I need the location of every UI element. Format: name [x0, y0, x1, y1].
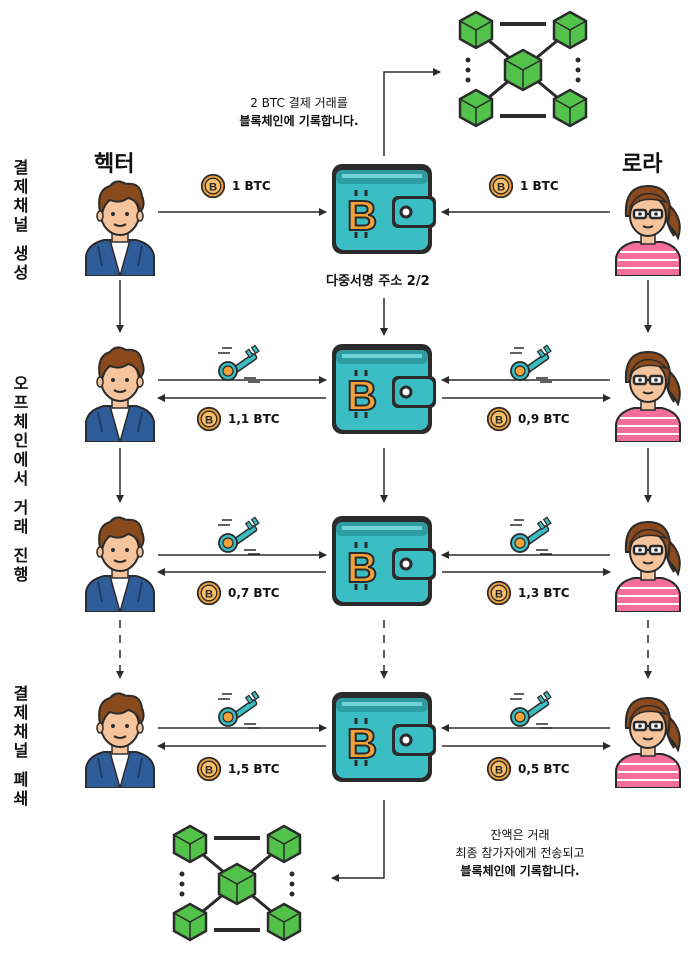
signature-key-icon — [214, 516, 264, 556]
phase-char: 결 — [13, 158, 29, 177]
laura-name: 로라 — [622, 152, 663, 177]
phase-char — [8, 488, 34, 498]
multisig-wallet-icon — [328, 160, 438, 260]
bitcoin-coin-icon — [486, 756, 512, 782]
arrow-to-blockchain-bottom — [331, 800, 385, 882]
phase-char: 채 — [13, 722, 29, 741]
phase-char: 에 — [13, 450, 29, 469]
hector-avatar-icon — [80, 176, 160, 276]
multisig-wallet-icon — [328, 340, 438, 440]
row3-right-amount: 1,3 BTC — [486, 580, 570, 606]
phase-char: 행 — [13, 565, 29, 584]
phase-char — [8, 234, 34, 244]
row4-left-amount: 1,5 BTC — [196, 756, 280, 782]
phase-char: 진 — [13, 546, 29, 565]
laura-avatar-icon — [608, 342, 688, 442]
phase-char — [8, 536, 34, 546]
phase-char: 생 — [13, 244, 29, 263]
laura-avatar-icon — [608, 176, 688, 276]
laura-avatar-icon — [608, 688, 688, 788]
bitcoin-coin-icon — [486, 406, 512, 432]
top-note-line2: 블록체인에 기록합니다. — [239, 114, 359, 128]
top-note: 2 BTC 결제 거래를 블록체인에 기록합니다. — [214, 94, 384, 130]
phase-char: 서 — [13, 469, 29, 488]
phase-char: 래 — [13, 517, 29, 536]
phase-char: 체 — [13, 412, 29, 431]
signature-key-icon — [506, 690, 556, 730]
phase-char: 프 — [13, 393, 29, 412]
multisig-label: 다중서명 주소 2/2 — [326, 274, 430, 289]
phase-char: 인 — [13, 431, 29, 450]
phase-char: 쇄 — [13, 789, 29, 808]
signature-key-icon — [214, 344, 264, 384]
hector-avatar-icon — [80, 688, 160, 788]
blockchain-network-icon-top — [448, 4, 598, 134]
hector-name: 헥터 — [94, 152, 135, 177]
phase-char: 제 — [13, 703, 29, 722]
row2-left-amount: 1,1 BTC — [196, 406, 280, 432]
bottom-note-line2: 최종 참가자에게 전송되고 — [455, 846, 585, 860]
row1-right-amount: 1 BTC — [488, 173, 559, 199]
bottom-note: 잔액은 거래 최종 참가자에게 전송되고 블록체인에 기록합니다. — [420, 826, 620, 880]
bitcoin-coin-icon — [196, 406, 222, 432]
row4-right-amount: 0,5 BTC — [486, 756, 570, 782]
phase-char: 거 — [13, 498, 29, 517]
multisig-wallet-icon — [328, 688, 438, 788]
bitcoin-coin-icon — [196, 580, 222, 606]
row3-left-amount: 0,7 BTC — [196, 580, 280, 606]
multisig-wallet-icon — [328, 512, 438, 612]
bitcoin-coin-icon — [488, 173, 514, 199]
hector-avatar-icon — [80, 342, 160, 442]
phase-char: 결 — [13, 684, 29, 703]
bottom-note-line3: 블록체인에 기록합니다. — [460, 864, 580, 878]
phase-char: 채 — [13, 196, 29, 215]
phase-char: 널 — [13, 741, 29, 760]
blockchain-network-icon-bottom — [162, 818, 312, 948]
bitcoin-coin-icon — [200, 173, 226, 199]
phase-char: 성 — [13, 263, 29, 282]
phase-char: 제 — [13, 177, 29, 196]
arrow-to-blockchain-top — [383, 68, 441, 156]
signature-key-icon — [506, 344, 556, 384]
bottom-note-line1: 잔액은 거래 — [490, 828, 550, 842]
phase-char: 널 — [13, 215, 29, 234]
laura-avatar-icon — [608, 512, 688, 612]
phase-char: 오 — [13, 374, 29, 393]
signature-key-icon — [214, 690, 264, 730]
hector-avatar-icon — [80, 512, 160, 612]
bitcoin-coin-icon — [196, 756, 222, 782]
phase-char: 폐 — [13, 770, 29, 789]
row2-right-amount: 0,9 BTC — [486, 406, 570, 432]
phase-char — [8, 760, 34, 770]
signature-key-icon — [506, 516, 556, 556]
bitcoin-coin-icon — [486, 580, 512, 606]
row1-left-amount: 1 BTC — [200, 173, 271, 199]
top-note-line1: 2 BTC 결제 거래를 — [250, 96, 348, 110]
